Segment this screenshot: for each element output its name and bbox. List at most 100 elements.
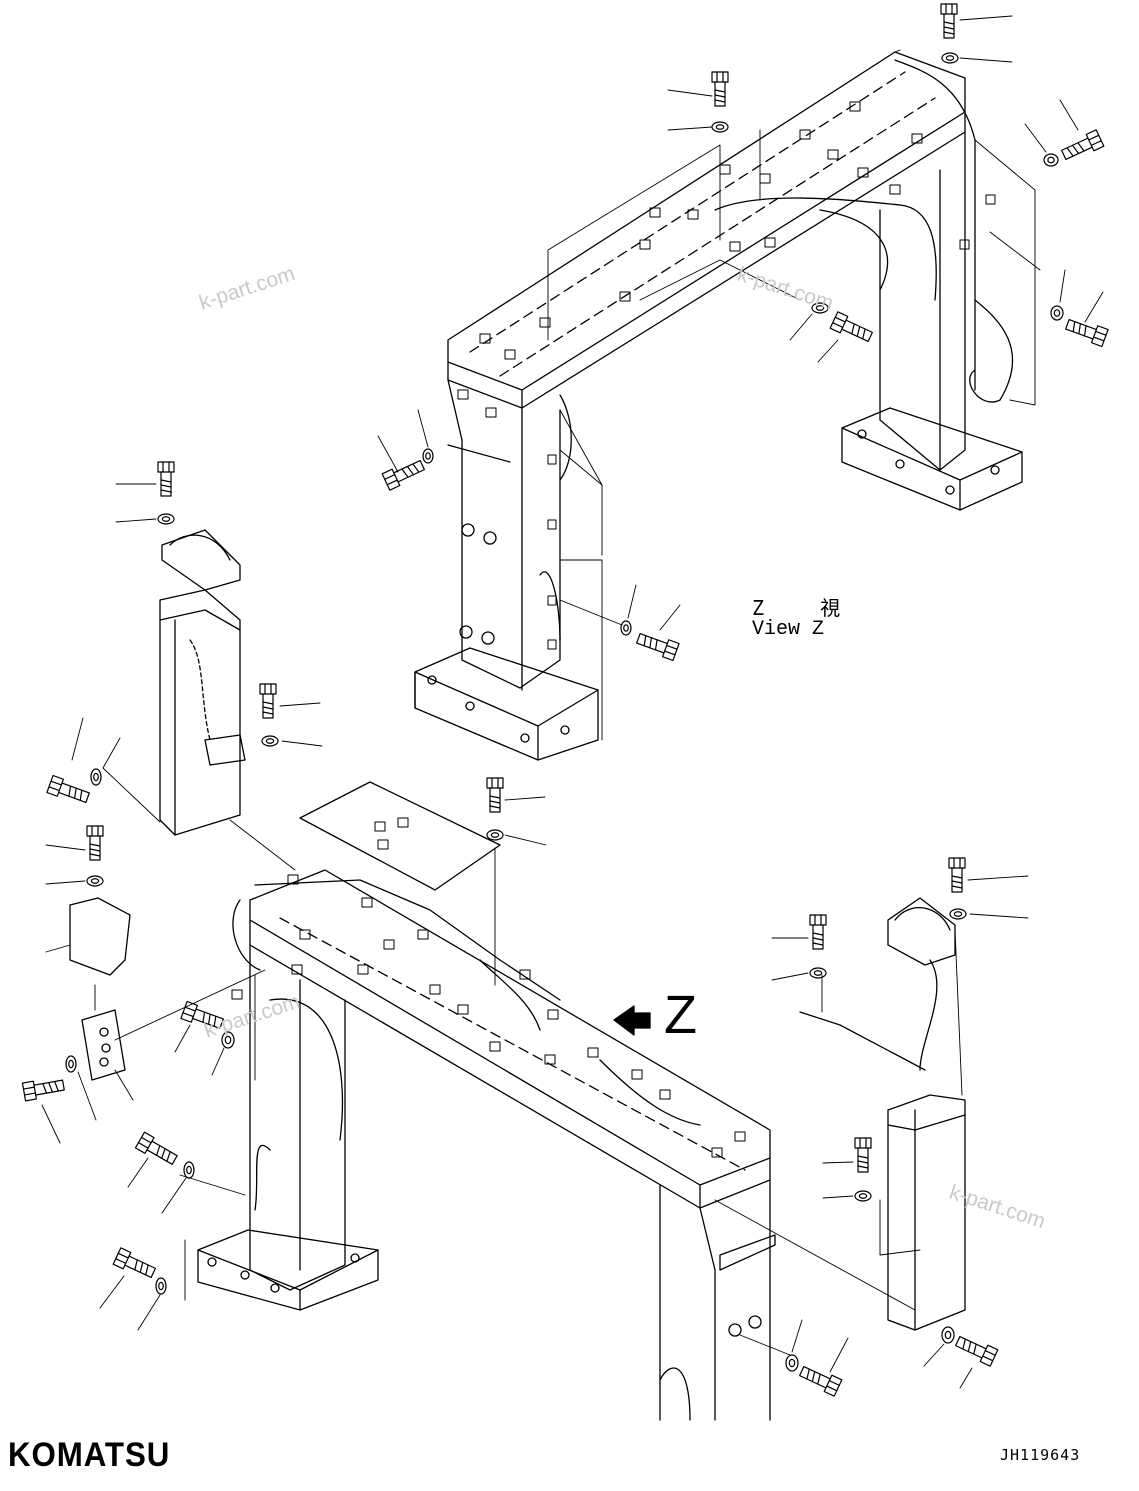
bolt-head: [259, 683, 277, 695]
washer-hole: [186, 1165, 192, 1175]
bolt-shank: [124, 1255, 156, 1279]
washer-outer: [854, 1190, 872, 1202]
washer-outer: [1043, 153, 1059, 167]
bolt: [134, 1131, 178, 1165]
washer: [785, 1354, 799, 1372]
leader-line: [45, 880, 86, 885]
washer: [65, 1055, 77, 1073]
bolt-thread: [714, 89, 726, 103]
bolt-shank: [393, 459, 425, 483]
leader-line: [504, 834, 547, 846]
leader-line: [817, 339, 839, 363]
bolt-head: [854, 1137, 872, 1149]
callout-leaders: [41, 15, 1104, 1389]
bolt-shank: [160, 471, 172, 497]
brand-logo: KOMATSU: [8, 1436, 171, 1474]
washer-hole: [93, 772, 99, 782]
bolt: [157, 461, 175, 497]
bolt-thread: [951, 875, 963, 889]
leader-line: [41, 1104, 61, 1144]
leader-line: [822, 1161, 854, 1164]
washer-hole: [425, 452, 431, 460]
bolt-head: [940, 3, 958, 15]
bolt-head-facet: [716, 71, 724, 83]
leader-line: [1059, 269, 1066, 303]
washer: [155, 1277, 167, 1295]
bolt-head-facet: [832, 316, 846, 328]
leader-line: [1024, 123, 1047, 153]
washer-hole: [68, 1059, 74, 1069]
washer-outer: [949, 908, 967, 920]
leader-line: [791, 1319, 803, 1353]
leader-line: [504, 796, 546, 801]
bolt-thread: [812, 932, 824, 946]
washer: [809, 967, 827, 979]
bolt-head-facet: [859, 1137, 867, 1149]
bolt-shank: [812, 924, 824, 950]
bolt-thread: [1066, 142, 1085, 157]
bolt-shank: [841, 319, 873, 343]
washer: [854, 1190, 872, 1202]
washer-outer: [157, 513, 175, 525]
bolt-shank: [799, 1365, 831, 1389]
leader-line: [659, 604, 681, 631]
bolt-shank: [943, 13, 955, 39]
bolt-head: [86, 825, 104, 837]
washer-hole: [1047, 156, 1055, 164]
washer-outer: [261, 735, 279, 747]
bolt: [809, 914, 827, 950]
washer-outer: [941, 1326, 955, 1344]
washer-hole: [858, 1193, 868, 1199]
bolt-thread: [160, 479, 172, 493]
bolt-shank: [951, 867, 963, 893]
washer-outer: [811, 302, 829, 314]
lower-frame: [179, 781, 916, 1421]
bolt-thread: [89, 843, 101, 857]
washer-hole: [623, 624, 629, 632]
washer: [941, 1326, 955, 1344]
bolt-thread: [643, 635, 658, 651]
washer: [949, 908, 967, 920]
leader-line: [417, 409, 429, 448]
washer-hole: [158, 1281, 164, 1291]
leader-line: [771, 972, 809, 981]
bolt: [46, 774, 90, 803]
leader-line: [969, 913, 1029, 919]
leader-line: [959, 1367, 973, 1389]
washer-hole: [953, 911, 963, 917]
leader-line: [45, 844, 86, 851]
direction-letter: Z: [664, 985, 697, 1045]
washer: [1043, 153, 1059, 167]
washer-hole: [813, 970, 823, 976]
bolt-head-facet: [22, 1086, 36, 1096]
washer-hole: [161, 516, 171, 522]
washer: [157, 513, 175, 525]
bolt-head-facet: [826, 1380, 840, 1392]
bolt: [711, 71, 729, 107]
bolt-shank: [955, 1335, 987, 1359]
bolt-thread: [806, 1368, 821, 1385]
washer: [941, 52, 959, 64]
drawing-code: JH119643: [1000, 1446, 1081, 1464]
washer-outer: [785, 1354, 799, 1372]
washer-hole: [715, 124, 725, 130]
fastener-group: [21, 3, 1109, 1397]
washer: [422, 448, 434, 464]
bolt-head-facet: [1088, 134, 1102, 146]
bolt-shank: [89, 835, 101, 861]
washer-outer: [422, 448, 434, 464]
washer: [811, 302, 829, 314]
bolt: [854, 1137, 872, 1173]
leader-line: [959, 57, 1013, 63]
bolt-head-facet: [182, 1006, 196, 1018]
bolt-head-facet: [384, 474, 398, 486]
bolt-head-facet: [982, 1350, 996, 1362]
bolt: [829, 311, 873, 343]
bolt: [112, 1247, 156, 1279]
bolt: [940, 3, 958, 39]
washer: [620, 620, 632, 636]
upper-frame-view-z: [414, 49, 1041, 761]
bolt-head: [486, 777, 504, 789]
bolt-head-facet: [814, 914, 822, 926]
bolt-head: [157, 461, 175, 473]
